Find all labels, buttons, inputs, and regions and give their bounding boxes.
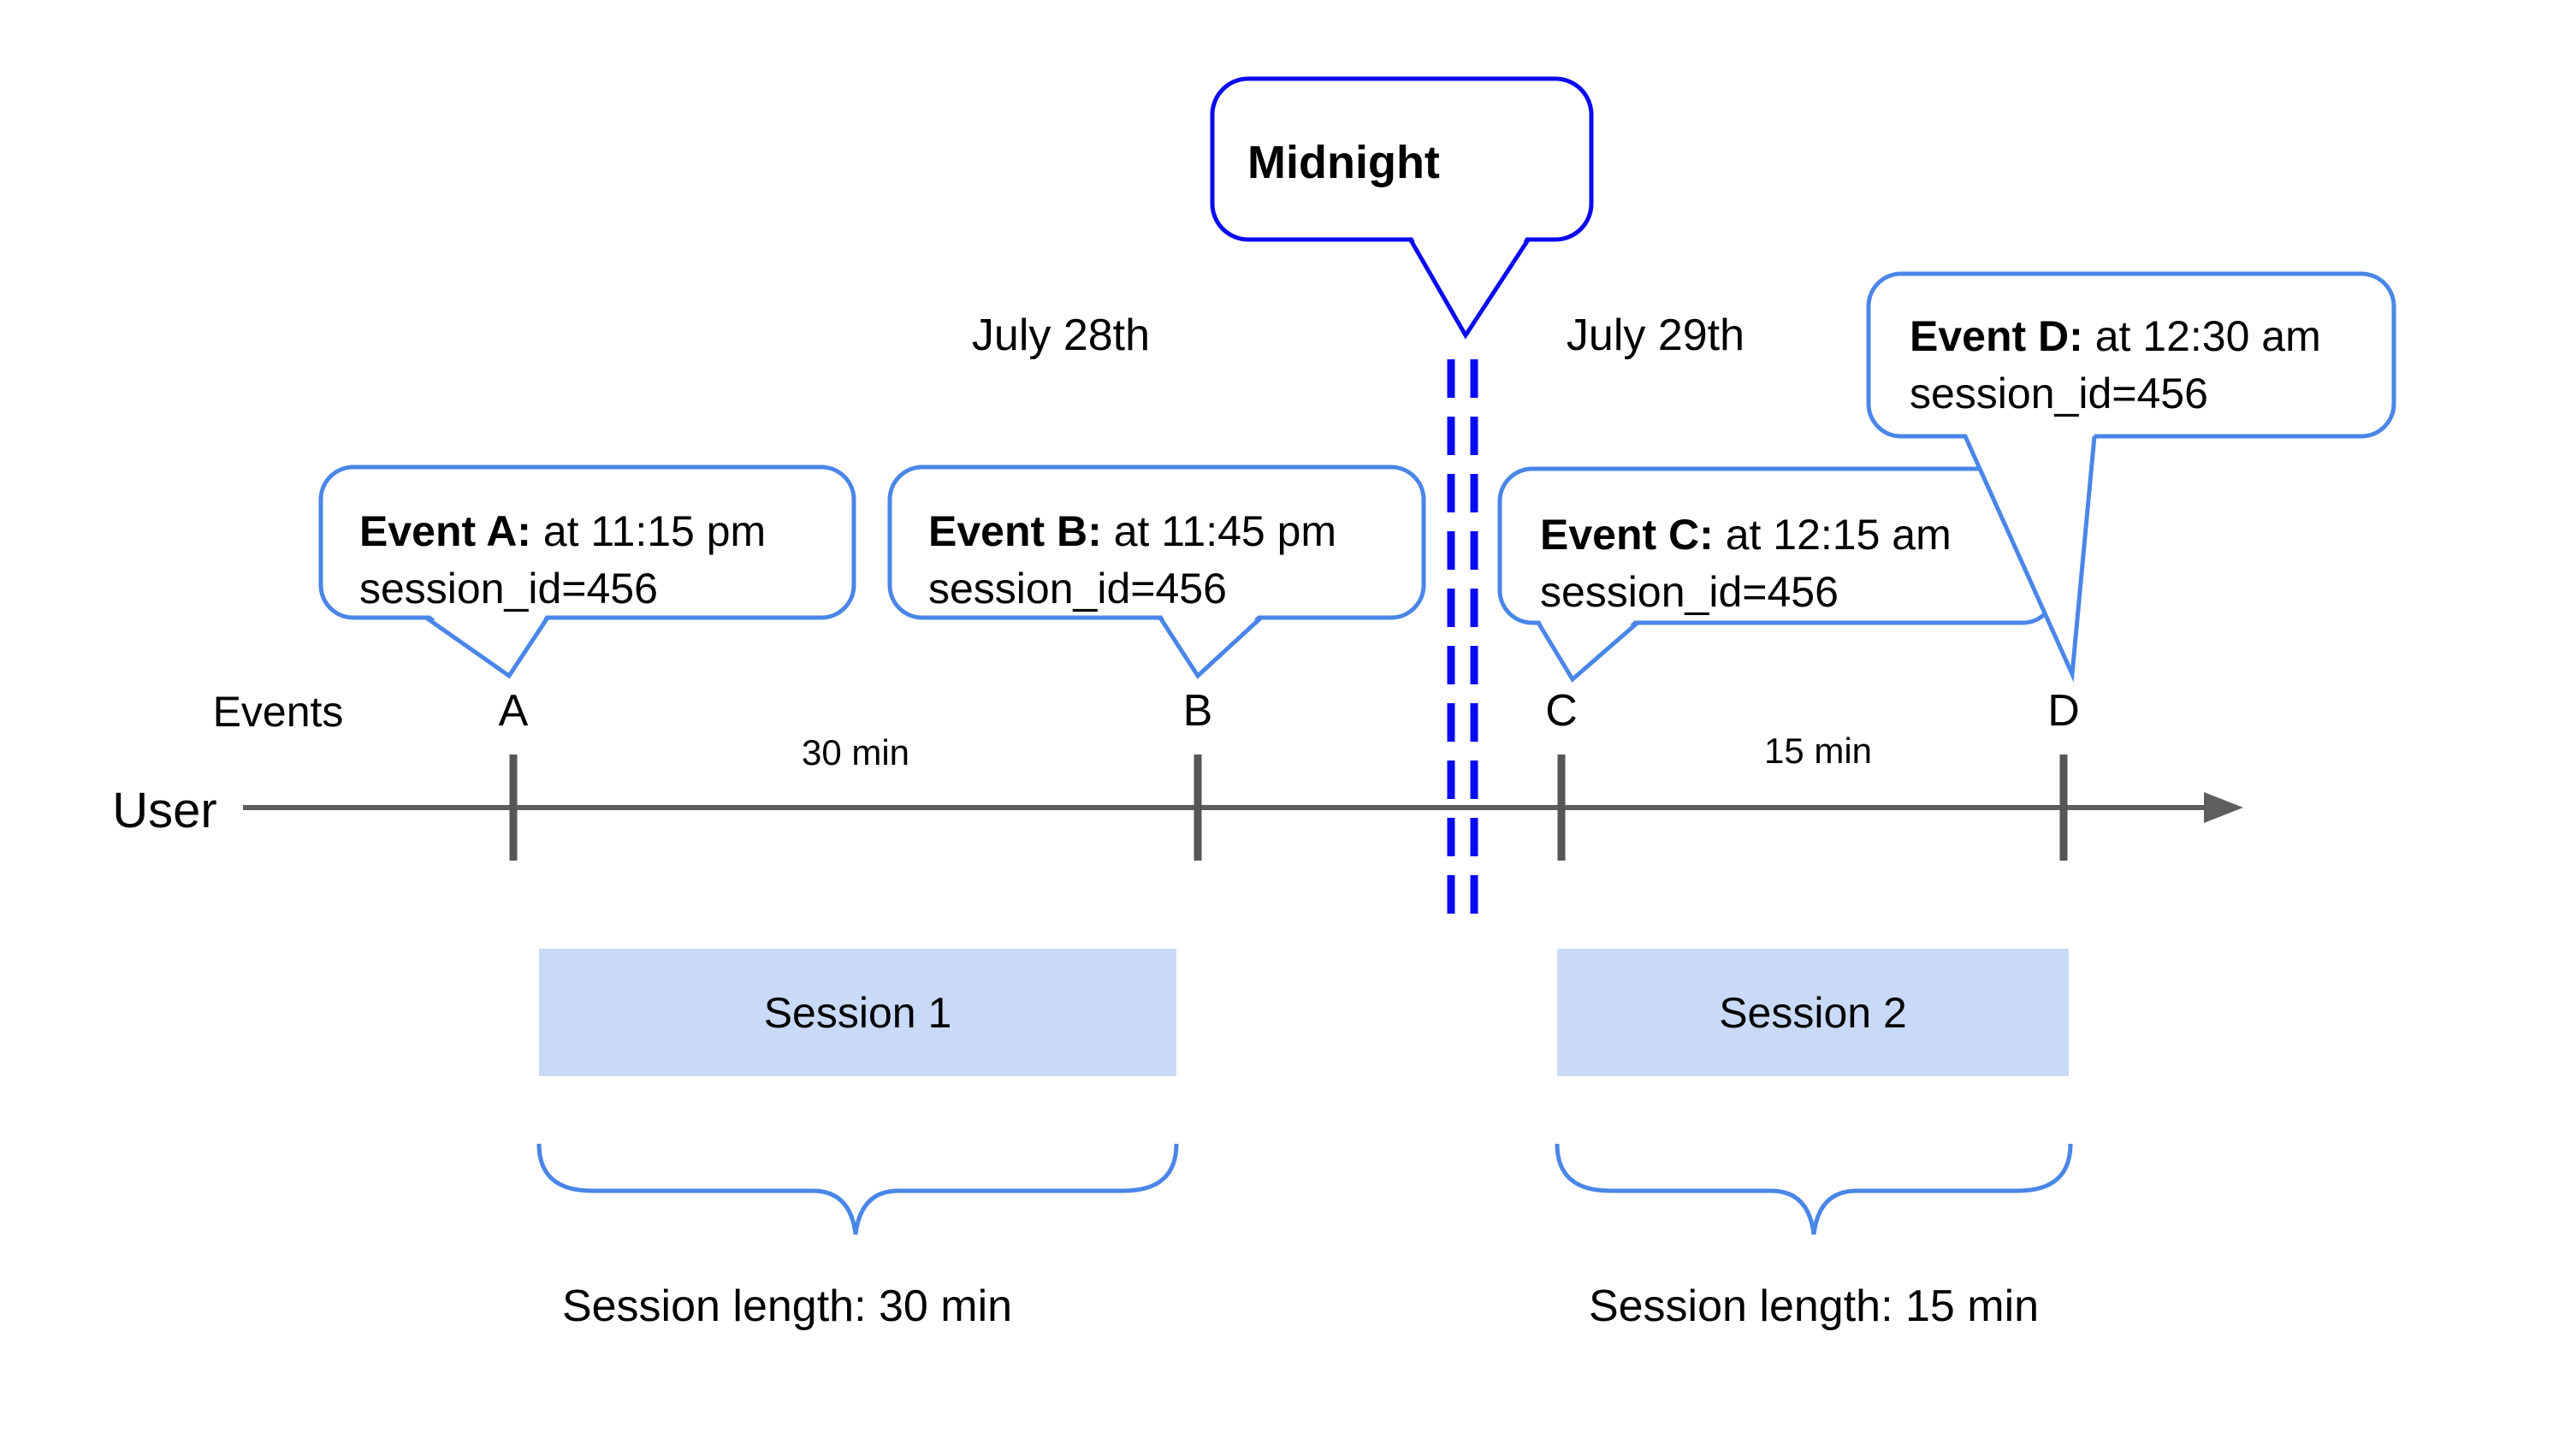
session-1-brace <box>536 1143 1179 1235</box>
midnight-callout-shape <box>1210 76 1594 242</box>
session-1-bar <box>539 949 1176 1076</box>
event-b-callout-tail-fill <box>1160 613 1261 676</box>
event-b-time: at 11:45 pm <box>1101 507 1337 555</box>
event-b-callout-line1: Event B: at 11:45 pm <box>928 503 1336 560</box>
event-b-callout-tail <box>1158 616 1263 679</box>
session-1-label: Session 1 <box>763 989 952 1037</box>
session-2-label: Session 2 <box>1719 989 1907 1037</box>
event-letter-c: C <box>1545 686 1578 736</box>
event-b-session-id: session_id=456 <box>928 565 1227 613</box>
interval-label-15min: 15 min <box>1763 731 1873 771</box>
event-c-time: at 12:15 am <box>1713 511 1952 559</box>
event-c-callout-tail-fill <box>1538 618 1638 679</box>
session-2-bar <box>1557 949 2069 1076</box>
event-c-callout-tail <box>1536 621 1639 683</box>
event-d-callout-tail-fill <box>1965 431 2094 674</box>
event-letter-b: B <box>1182 686 1213 736</box>
event-letter-d: D <box>2047 686 2080 736</box>
event-a-callout-line1: Event A: at 11:15 pm <box>359 503 766 560</box>
interval-label-30min: 30 min <box>801 732 910 772</box>
event-a-callout-tail <box>424 615 550 679</box>
event-letter-a: A <box>498 686 529 736</box>
event-a-callout-shape <box>318 465 856 620</box>
event-b-callout-text: Event B: at 11:45 pm session_id=456 <box>928 503 1336 618</box>
event-c-session-id: session_id=456 <box>1540 568 1839 616</box>
event-d-callout-shape <box>1866 271 2396 439</box>
event-d-callout-text: Event D: at 12:30 am session_id=456 <box>1910 308 2321 423</box>
event-d-callout-line1: Event D: at 12:30 am <box>1910 308 2321 365</box>
event-c-callout-line1: Event C: at 12:15 am <box>1540 506 1952 564</box>
user-axis-label: User <box>112 783 217 838</box>
event-a-session-id: session_id=456 <box>359 565 658 613</box>
event-d-session-id: session_id=456 <box>1910 370 2208 417</box>
event-a-time: at 11:15 pm <box>530 507 767 555</box>
timeline-arrowhead <box>2204 792 2243 823</box>
session-1-length-label: Session length: 30 min <box>561 1281 1013 1331</box>
event-a-callout-text: Event A: at 11:15 pm session_id=456 <box>359 503 766 618</box>
date-label-july-29: July 29th <box>1566 311 1745 360</box>
event-a-name: Event A: <box>359 507 531 555</box>
session-2-brace <box>1555 1143 2073 1235</box>
event-b-name: Event B: <box>928 507 1102 555</box>
event-c-name: Event C: <box>1540 511 1714 559</box>
event-d-callout-tail <box>1963 435 2097 683</box>
event-c-callout-text: Event C: at 12:15 am session_id=456 <box>1540 506 1952 621</box>
midnight-callout-tail <box>1407 237 1531 340</box>
session-2-length-label: Session length: 15 min <box>1588 1281 2040 1331</box>
event-b-callout-shape <box>887 465 1426 620</box>
midnight-label: Midnight <box>1247 137 1440 188</box>
date-label-july-28: July 28th <box>971 311 1151 360</box>
events-axis-label: Events <box>212 688 344 736</box>
midnight-callout-tail-fill <box>1410 233 1529 335</box>
event-d-time: at 12:30 am <box>2082 312 2321 360</box>
event-d-name: Event D: <box>1910 312 2083 360</box>
